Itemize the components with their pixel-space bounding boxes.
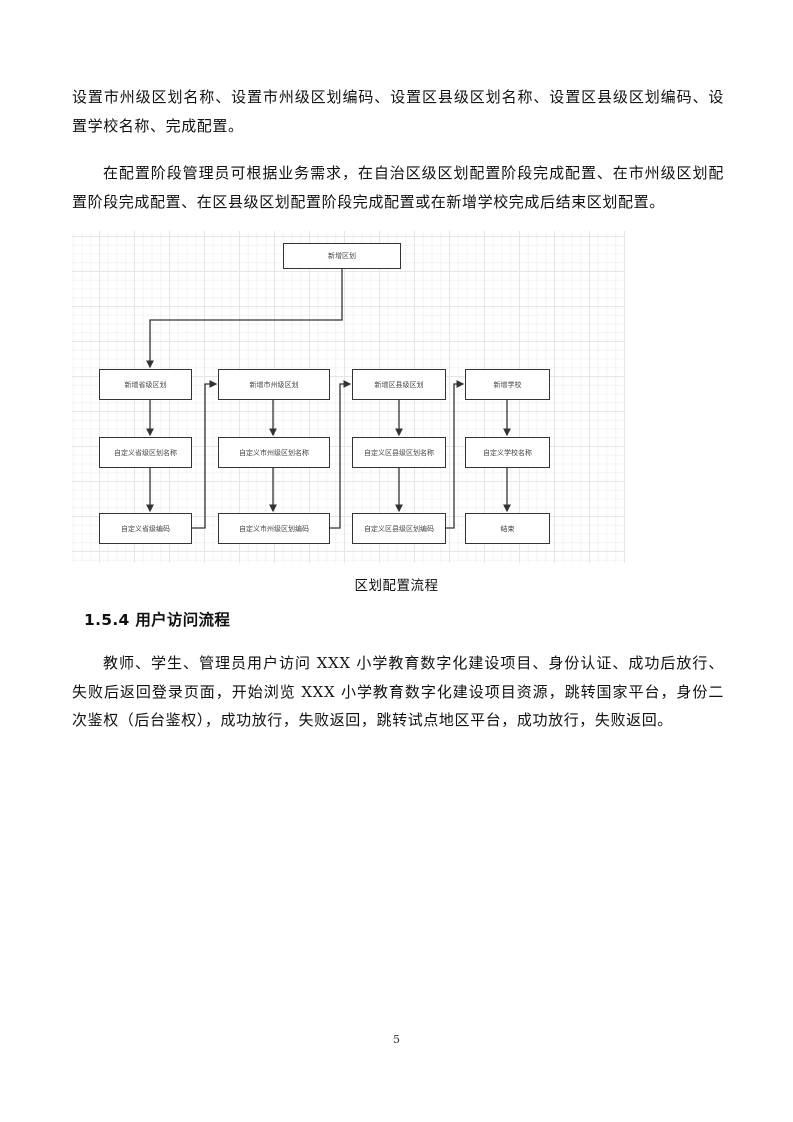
node-add-school: 新增学校 xyxy=(465,369,550,400)
node-city-code: 自定义市州级区划编码 xyxy=(218,513,330,544)
node-end: 结束 xyxy=(465,513,550,544)
node-label: 结束 xyxy=(500,524,515,533)
paragraph-user-access: 教师、学生、管理员用户访问 XXX 小学教育数字化建设项目、身份认证、成功后放行… xyxy=(72,654,724,729)
node-label: 自定义市州级区划名称 xyxy=(239,448,309,457)
node-label: 自定义区县级区划名称 xyxy=(364,448,434,457)
node-add-province-region: 新增省级区划 xyxy=(99,369,192,400)
figure-caption: 区划配置流程 xyxy=(354,578,439,594)
paragraph-config-stages: 在配置阶段管理员可根据业务需求，在自治区级区划配置阶段完成配置、在市州级区划配置… xyxy=(72,164,724,211)
node-add-city-region: 新增市州级区划 xyxy=(218,369,330,400)
node-label: 自定义省级区划名称 xyxy=(114,448,177,457)
node-label: 新增学校 xyxy=(493,380,522,389)
node-county-name: 自定义区县级区划名称 xyxy=(352,437,446,468)
node-school-name: 自定义学校名称 xyxy=(465,437,550,468)
node-add-county-region: 新增区县级区划 xyxy=(352,369,446,400)
node-county-code: 自定义区县级区划编码 xyxy=(352,513,446,544)
node-label: 自定义市州级区划编码 xyxy=(239,524,309,533)
node-label: 自定义省级编码 xyxy=(121,524,170,533)
node-label: 新增省级区划 xyxy=(124,380,167,389)
flowchart-connectors xyxy=(146,268,511,529)
node-province-code: 自定义省级编码 xyxy=(99,513,192,544)
node-label: 自定义学校名称 xyxy=(483,448,532,457)
paragraph-config-steps: 设置市州级区划名称、设置市州级区划编码、设置区县级区划名称、设置区县级区划编码、… xyxy=(72,88,724,135)
page-number: 5 xyxy=(393,1033,400,1046)
section-heading: 1.5.4 用户访问流程 xyxy=(84,611,231,629)
node-label: 自定义区县级区划编码 xyxy=(364,524,434,533)
node-label: 新增市州级区划 xyxy=(249,380,299,389)
node-province-name: 自定义省级区划名称 xyxy=(99,437,192,468)
node-label: 新增区县级区划 xyxy=(374,380,424,389)
node-label: 新增区划 xyxy=(328,252,356,260)
node-city-name: 自定义市州级区划名称 xyxy=(218,437,330,468)
region-config-flowchart: 新增区划 新增省级区划 自定义省级区划名称 自定义省级编码 新增市州级区划 自定… xyxy=(72,231,625,563)
node-add-region: 新增区划 xyxy=(283,243,401,269)
